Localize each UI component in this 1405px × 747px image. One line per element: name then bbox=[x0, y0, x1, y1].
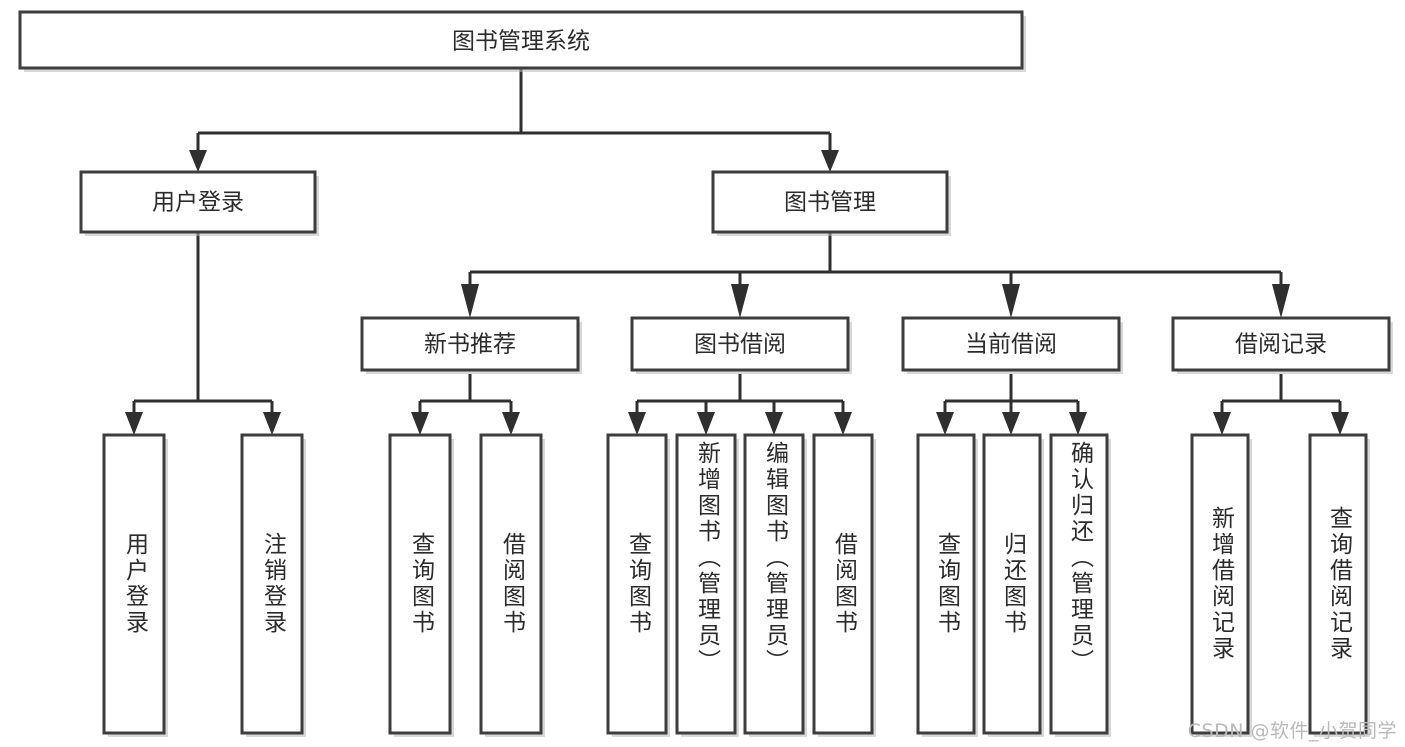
node-user-login[interactable]: 用户登录 bbox=[79, 170, 319, 236]
leaf-newbook-borrow[interactable] bbox=[479, 433, 545, 737]
arrow-head-bookborrow-leaf-2 bbox=[697, 412, 715, 435]
node-current-borrow[interactable]: 当前借阅 bbox=[901, 316, 1123, 374]
leaf-borrow-lend[interactable] bbox=[812, 433, 876, 737]
node-user-login-label: 用户登录 bbox=[152, 190, 244, 216]
node-borrow-record[interactable]: 借阅记录 bbox=[1171, 316, 1393, 374]
arrow-head-newbook-leaf-2 bbox=[502, 412, 520, 435]
leaf-borrow-edit-box[interactable] bbox=[743, 433, 805, 735]
leaf-current-return[interactable] bbox=[982, 433, 1044, 737]
arrow-head-currentborrow-leaf-2 bbox=[1002, 412, 1020, 435]
connector-group bbox=[125, 68, 1349, 435]
arrow-head-borrow-record bbox=[1272, 284, 1290, 318]
leaf-current-query-box[interactable] bbox=[916, 433, 976, 735]
leaf-current-query[interactable] bbox=[916, 433, 978, 737]
arrow-head-leaf-logout bbox=[263, 412, 281, 435]
leaf-record-query-box[interactable] bbox=[1308, 433, 1368, 735]
node-borrow-record-box[interactable] bbox=[1171, 316, 1391, 372]
leaf-borrow-add[interactable] bbox=[675, 433, 739, 737]
node-borrow-record-label: 借阅记录 bbox=[1235, 332, 1327, 358]
arrow-head-user-login bbox=[189, 150, 207, 172]
leaf-current-confirm-box[interactable] bbox=[1049, 433, 1109, 735]
node-root-box[interactable] bbox=[18, 10, 1024, 70]
arrow-head-new-book bbox=[461, 284, 479, 318]
arrow-head-book-manage bbox=[821, 150, 839, 172]
node-new-book-box[interactable] bbox=[360, 316, 580, 372]
leaf-borrow-query[interactable] bbox=[606, 433, 670, 737]
arrow-head-current-borrow bbox=[1002, 284, 1020, 318]
node-user-login-box[interactable] bbox=[79, 170, 317, 234]
leaf-borrow-add-box[interactable] bbox=[675, 433, 737, 735]
leaf-record-add[interactable] bbox=[1190, 433, 1252, 737]
leaf-logout[interactable] bbox=[240, 433, 306, 737]
node-book-manage-label: 图书管理 bbox=[784, 190, 876, 216]
node-book-manage[interactable]: 图书管理 bbox=[711, 170, 951, 236]
leaf-user-login[interactable] bbox=[102, 433, 168, 737]
csdn-watermark: CSDN @软件_小贺同学 bbox=[1187, 720, 1397, 742]
arrow-head-book-borrow bbox=[731, 284, 749, 318]
arrow-head-borrowrecord-leaf-2 bbox=[1331, 412, 1349, 435]
leaf-current-confirm[interactable] bbox=[1049, 433, 1111, 737]
leaf-borrow-lend-box[interactable] bbox=[812, 433, 874, 735]
arrow-head-bookborrow-leaf-1 bbox=[628, 412, 646, 435]
arrow-head-newbook-leaf-1 bbox=[411, 412, 429, 435]
arrow-head-bookborrow-leaf-3 bbox=[765, 412, 783, 435]
node-root[interactable]: 图书管理系统 bbox=[18, 10, 1026, 72]
leaf-logout-box[interactable] bbox=[240, 433, 304, 735]
node-current-borrow-label: 当前借阅 bbox=[965, 332, 1057, 358]
node-new-book[interactable]: 新书推荐 bbox=[360, 316, 582, 374]
node-book-manage-box[interactable] bbox=[711, 170, 949, 234]
arrow-head-leaf-user-login bbox=[125, 412, 143, 435]
arrow-head-currentborrow-leaf-1 bbox=[936, 412, 954, 435]
arrow-head-currentborrow-leaf-3 bbox=[1069, 412, 1087, 435]
leaf-borrow-edit[interactable] bbox=[743, 433, 807, 737]
leaf-current-return-box[interactable] bbox=[982, 433, 1042, 735]
node-book-borrow-box[interactable] bbox=[630, 316, 850, 372]
leaf-newbook-query-box[interactable] bbox=[388, 433, 452, 735]
leaf-record-add-box[interactable] bbox=[1190, 433, 1250, 735]
leaf-user-login-box[interactable] bbox=[102, 433, 166, 735]
node-root-label: 图书管理系统 bbox=[452, 29, 590, 55]
leaf-borrow-query-box[interactable] bbox=[606, 433, 668, 735]
arrow-head-borrowrecord-leaf-1 bbox=[1213, 412, 1231, 435]
leaf-newbook-borrow-box[interactable] bbox=[479, 433, 543, 735]
leaf-record-query[interactable] bbox=[1308, 433, 1370, 737]
node-book-borrow[interactable]: 图书借阅 bbox=[630, 316, 852, 374]
node-current-borrow-box[interactable] bbox=[901, 316, 1121, 372]
arrow-head-bookborrow-leaf-4 bbox=[834, 412, 852, 435]
node-book-borrow-label: 图书借阅 bbox=[694, 332, 786, 358]
leaf-newbook-query[interactable] bbox=[388, 433, 454, 737]
node-new-book-label: 新书推荐 bbox=[424, 332, 516, 358]
